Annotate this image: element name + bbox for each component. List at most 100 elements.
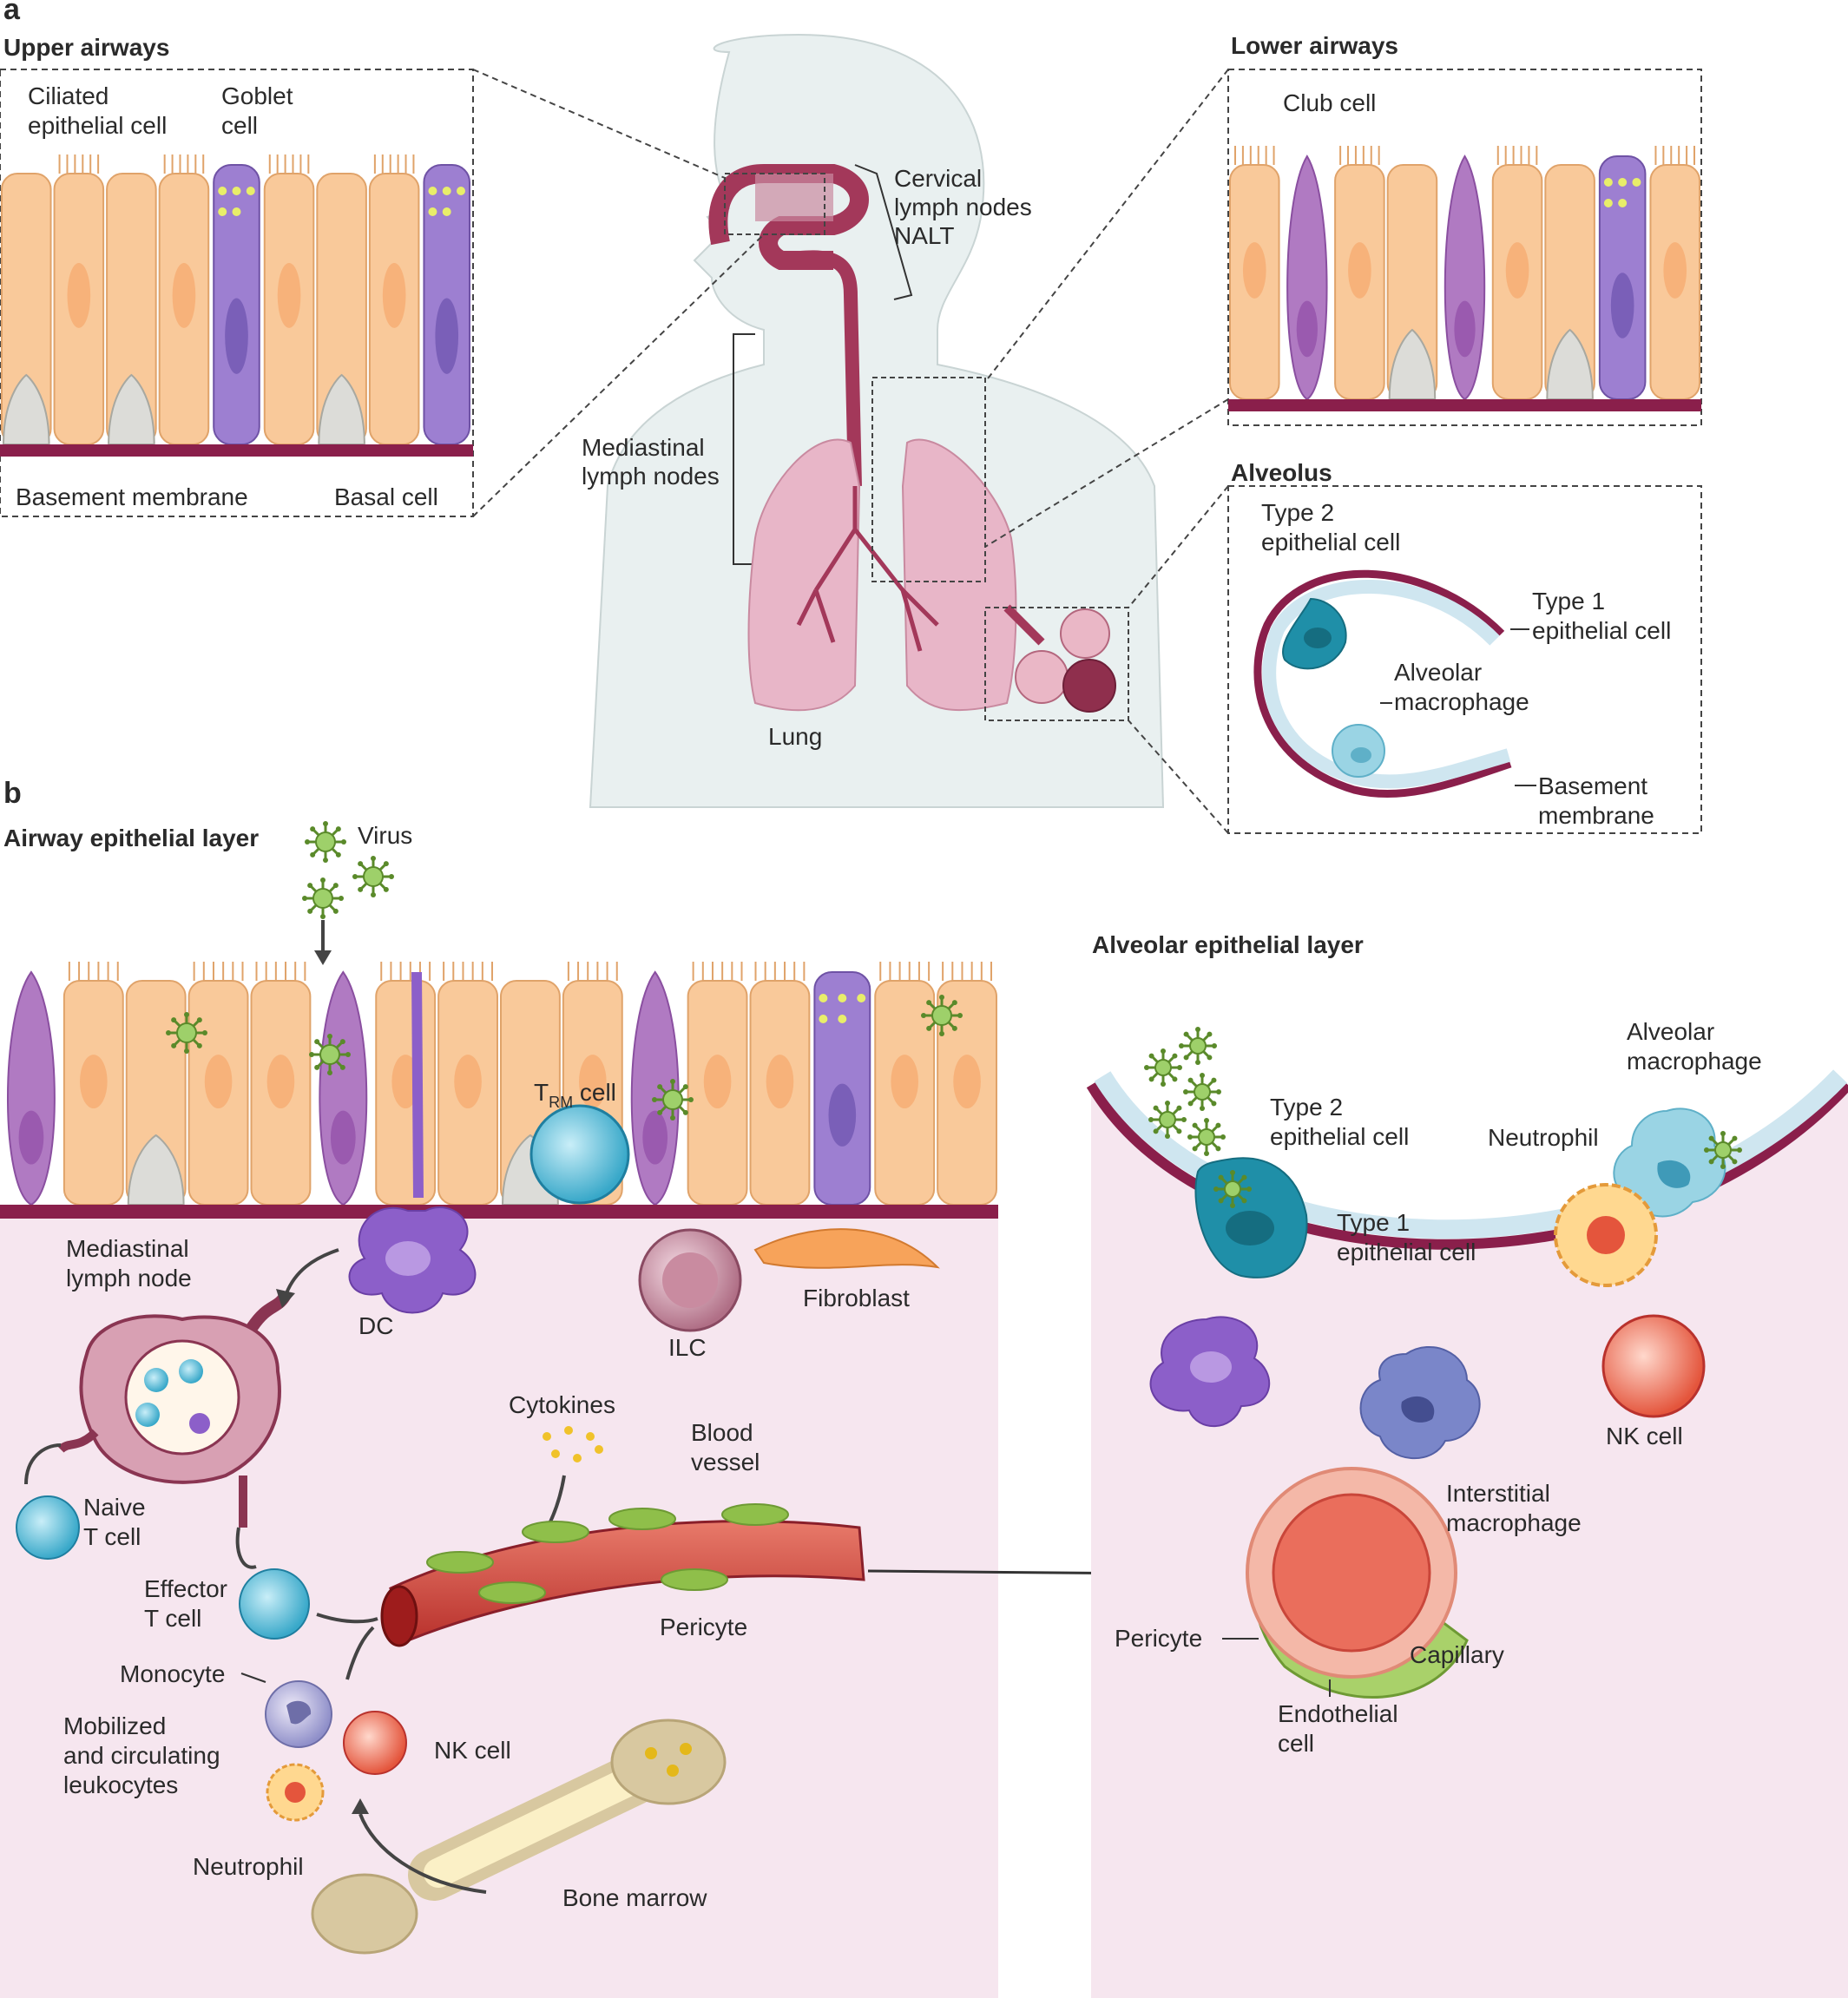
vessel-pericyte bbox=[478, 1581, 546, 1604]
svg-text:NK cell: NK cell bbox=[1606, 1423, 1683, 1449]
neutrophil-circulating bbox=[266, 1763, 325, 1822]
svg-text:cell: cell bbox=[221, 112, 258, 139]
cytokine-dot bbox=[595, 1445, 603, 1454]
svg-text:macrophage: macrophage bbox=[1627, 1048, 1762, 1075]
airway-epithelial-panel: Airway epithelial layer Virus TRM cell D… bbox=[0, 821, 1354, 1998]
mediastinal-bracket bbox=[733, 333, 755, 565]
cytokine-dot bbox=[573, 1454, 582, 1462]
svg-text:cell: cell bbox=[1278, 1730, 1314, 1757]
virus-particle bbox=[1183, 1073, 1221, 1111]
club-cell bbox=[6, 970, 56, 1206]
virus-particle bbox=[1213, 1170, 1252, 1208]
naive-t-cell bbox=[16, 1495, 80, 1560]
svg-text:Lung: Lung bbox=[768, 723, 822, 750]
svg-text:membrane: membrane bbox=[1538, 802, 1654, 829]
svg-text:Type 2: Type 2 bbox=[1261, 499, 1334, 526]
svg-text:epithelial cell: epithelial cell bbox=[1261, 529, 1400, 555]
virus-particle bbox=[166, 1012, 207, 1054]
svg-text:lymph nodes: lymph nodes bbox=[894, 194, 1032, 220]
svg-text:Interstitial: Interstitial bbox=[1446, 1480, 1550, 1507]
svg-text:lymph nodes: lymph nodes bbox=[582, 463, 720, 490]
svg-text:Virus: Virus bbox=[358, 822, 412, 849]
nk-cell-alveolar bbox=[1601, 1314, 1706, 1418]
svg-text:Blood: Blood bbox=[691, 1419, 753, 1446]
svg-text:Airway epithelial layer: Airway epithelial layer bbox=[3, 825, 259, 851]
svg-text:Alveolar epithelial layer: Alveolar epithelial layer bbox=[1092, 931, 1364, 958]
svg-text:Alveolar: Alveolar bbox=[1627, 1018, 1714, 1045]
svg-text:Lower airways: Lower airways bbox=[1231, 32, 1398, 59]
cervical-bracket bbox=[854, 164, 913, 300]
neutrophil-alveolar bbox=[1554, 1183, 1658, 1287]
zoom-box-alveoli bbox=[984, 607, 1129, 721]
svg-text:Pericyte: Pericyte bbox=[660, 1614, 747, 1640]
svg-text:macrophage: macrophage bbox=[1446, 1509, 1582, 1536]
svg-text:lymph node: lymph node bbox=[66, 1265, 192, 1291]
svg-text:T cell: T cell bbox=[83, 1523, 141, 1550]
vessel-pericyte bbox=[522, 1521, 589, 1543]
virus-particle bbox=[309, 1034, 351, 1075]
svg-text:TRM cell: TRM cell bbox=[534, 1079, 616, 1111]
svg-text:Alveolus: Alveolus bbox=[1231, 459, 1332, 486]
zoom-box-bronchus bbox=[871, 377, 986, 582]
svg-text:Bone marrow: Bone marrow bbox=[562, 1884, 707, 1911]
interstitial-macrophage bbox=[1359, 1345, 1481, 1460]
fibroblast bbox=[753, 1228, 940, 1269]
svg-text:Fibroblast: Fibroblast bbox=[803, 1285, 910, 1311]
svg-text:Upper airways: Upper airways bbox=[3, 34, 169, 61]
basal-cell bbox=[1388, 328, 1437, 400]
capillary-cross-section bbox=[1246, 1467, 1469, 1699]
lower-airways-inset: Lower airways Club cell bbox=[1227, 32, 1702, 426]
svg-text:Basement membrane: Basement membrane bbox=[16, 483, 248, 510]
svg-text:Mediastinal: Mediastinal bbox=[582, 434, 705, 461]
svg-text:Basal cell: Basal cell bbox=[334, 483, 438, 510]
panel-b-letter: b bbox=[3, 777, 22, 810]
svg-text:Endothelial: Endothelial bbox=[1278, 1700, 1398, 1727]
virus-particle bbox=[1187, 1118, 1226, 1156]
alveolus-inset: Alveolus Type 2 epithelial cell Type 1 e… bbox=[1227, 459, 1702, 834]
svg-text:epithelial cell: epithelial cell bbox=[1532, 617, 1671, 644]
svg-text:T cell: T cell bbox=[144, 1605, 201, 1632]
body-silhouette bbox=[589, 33, 1165, 808]
svg-text:Pericyte: Pericyte bbox=[1115, 1625, 1202, 1652]
svg-text:vessel: vessel bbox=[691, 1449, 760, 1475]
lungs bbox=[747, 438, 1017, 712]
svg-text:Club cell: Club cell bbox=[1283, 89, 1376, 116]
svg-text:macrophage: macrophage bbox=[1394, 688, 1529, 715]
basal-cell bbox=[1546, 328, 1594, 400]
svg-text:Cytokines: Cytokines bbox=[509, 1391, 615, 1418]
airway-tract bbox=[708, 164, 869, 487]
virus-particle bbox=[921, 995, 963, 1036]
svg-text:leukocytes: leukocytes bbox=[63, 1771, 178, 1798]
virus-particle bbox=[302, 877, 344, 919]
svg-text:and circulating: and circulating bbox=[63, 1742, 220, 1769]
effector-t-cell bbox=[239, 1568, 310, 1640]
vessel-pericyte bbox=[426, 1551, 494, 1574]
svg-text:Type 2: Type 2 bbox=[1270, 1094, 1343, 1121]
alveolar-macrophage-small bbox=[1332, 724, 1385, 778]
svg-text:Type 1: Type 1 bbox=[1532, 588, 1605, 615]
virus-particle bbox=[352, 856, 394, 897]
cytokine-dot bbox=[586, 1432, 595, 1441]
svg-text:DC: DC bbox=[358, 1312, 393, 1339]
svg-text:Effector: Effector bbox=[144, 1575, 227, 1602]
club-cell bbox=[319, 970, 368, 1206]
svg-text:Alveolar: Alveolar bbox=[1394, 659, 1482, 686]
virus-particle bbox=[1148, 1101, 1187, 1139]
trm-cell bbox=[529, 1104, 630, 1205]
virus-particle bbox=[305, 821, 346, 863]
svg-text:Basement: Basement bbox=[1538, 772, 1647, 799]
svg-text:epithelial cell: epithelial cell bbox=[1270, 1123, 1409, 1150]
cytokine-dot bbox=[543, 1432, 551, 1441]
svg-text:Naive: Naive bbox=[83, 1494, 146, 1521]
basal-cell bbox=[2, 373, 50, 445]
dendritic-cell bbox=[348, 971, 477, 1314]
svg-text:ILC: ILC bbox=[668, 1334, 707, 1361]
svg-text:NALT: NALT bbox=[894, 222, 955, 249]
alveolar-dendritic-cell bbox=[1149, 1316, 1271, 1428]
cytokine-dot bbox=[564, 1426, 573, 1435]
vessel-pericyte bbox=[721, 1503, 789, 1526]
virus-particle bbox=[1179, 1027, 1217, 1065]
virus-particle bbox=[1704, 1131, 1742, 1169]
panel-a-letter: a bbox=[3, 0, 21, 26]
